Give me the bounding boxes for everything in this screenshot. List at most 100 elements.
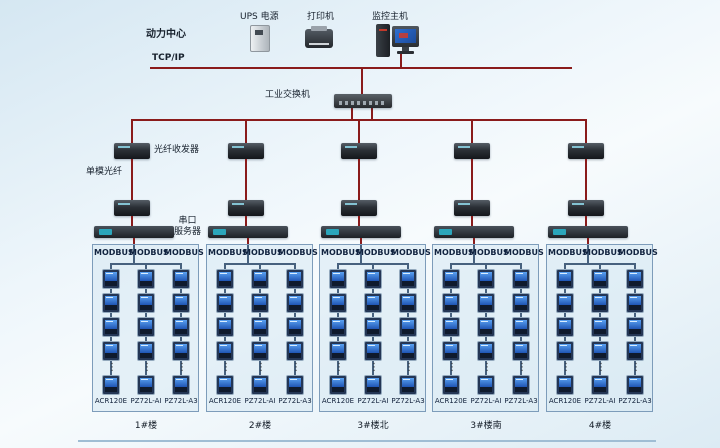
fiber-transceiver-icon [114,200,150,216]
fiber-transceiver-icon [114,143,150,159]
link-line [245,216,247,226]
power-meter-icon [137,341,155,361]
power-meter-icon [172,293,190,313]
serial-server-label: 串口 服务器 [174,216,201,238]
fiber-link-line [585,159,587,200]
meter-model-label: PZ72L-A3 [618,397,652,405]
fiber-transceiver-icon [568,143,604,159]
fiber-link-line [131,159,133,200]
power-meter-icon [626,317,644,337]
building-label: 3#楼北 [357,421,389,431]
meter-model-label: ACR120E [434,397,468,405]
fiber-link-line [245,159,247,200]
panel-drop-line [247,245,249,264]
power-meter-icon [172,317,190,337]
panel-drop-line [360,245,362,264]
power-meter-icon [216,317,234,337]
power-meter-icon [556,375,574,395]
meter-model-label: PZ72L-A3 [391,397,425,405]
link-line [585,216,587,226]
serial-server-icon [94,226,174,238]
power-meter-icon [286,269,304,289]
modbus-label: MODBUS [94,248,134,257]
link-line [131,216,133,226]
power-meter-icon [251,293,269,313]
power-meter-icon [626,341,644,361]
power-meter-icon [399,269,417,289]
modbus-label: MODBUS [208,248,248,257]
continuation-dots: ⋮ [107,362,117,373]
power-center-label: 动力中心 [146,29,186,40]
meter-model-label: ACR120E [94,397,128,405]
power-meter-icon [329,375,347,395]
power-meter-icon [102,317,120,337]
power-meter-icon [364,375,382,395]
power-meter-icon [216,341,234,361]
serial-server-icon [208,226,288,238]
serial-server-icon [434,226,514,238]
serial-server-label-line1: 串口 [178,216,197,226]
power-meter-icon [626,375,644,395]
power-meter-icon [399,317,417,337]
fiber-transceiver-icon [454,200,490,216]
continuation-dots: ⋮ [404,362,414,373]
power-meter-icon [102,341,120,361]
link-line [133,238,135,245]
power-meter-icon [329,317,347,337]
power-meter-icon [286,375,304,395]
power-meter-icon [399,293,417,313]
modbus-label: MODBUS [434,248,474,257]
fiber-link-line [471,159,473,200]
power-meter-icon [137,269,155,289]
power-meter-icon [477,341,495,361]
modbus-label: MODBUS [618,248,658,257]
modbus-label: MODBUS [469,248,509,257]
continuation-dots: ⋮ [256,362,266,373]
continuation-dots: ⋮ [142,362,152,373]
power-meter-icon [399,375,417,395]
fiber-transceiver-icon [341,200,377,216]
panel-drop-line [133,245,135,264]
power-meter-icon [442,269,460,289]
fiber-transceiver-icon [568,200,604,216]
fiber-transceiver-icon [228,200,264,216]
power-meter-icon [556,269,574,289]
power-meter-icon [626,293,644,313]
meter-model-label: PZ72L-AI [470,397,502,405]
power-meter-icon [364,341,382,361]
continuation-dots: ⋮ [221,362,231,373]
power-meter-icon [556,317,574,337]
power-meter-icon [512,375,530,395]
power-meter-icon [442,341,460,361]
power-meter-icon [251,375,269,395]
ups-icon [250,25,270,52]
meter-model-label: PZ72L-A3 [164,397,198,405]
industrial-switch-icon [334,94,392,108]
power-meter-icon [591,341,609,361]
ups-label: UPS 电源 [240,12,279,22]
power-meter-icon [477,375,495,395]
single-mode-fiber-label: 单模光纤 [86,167,123,177]
meter-model-label: PZ72L-A3 [504,397,538,405]
link-line [247,238,249,245]
power-meter-icon [442,375,460,395]
power-meter-icon [286,317,304,337]
meter-model-label: PZ72L-AI [584,397,616,405]
link-line [360,238,362,245]
power-meter-icon [591,269,609,289]
continuation-dots: ⋮ [631,362,641,373]
meter-model-label: ACR120E [208,397,242,405]
serial-server-icon [548,226,628,238]
power-meter-icon [556,341,574,361]
power-meter-icon [477,269,495,289]
power-meter-icon [216,269,234,289]
